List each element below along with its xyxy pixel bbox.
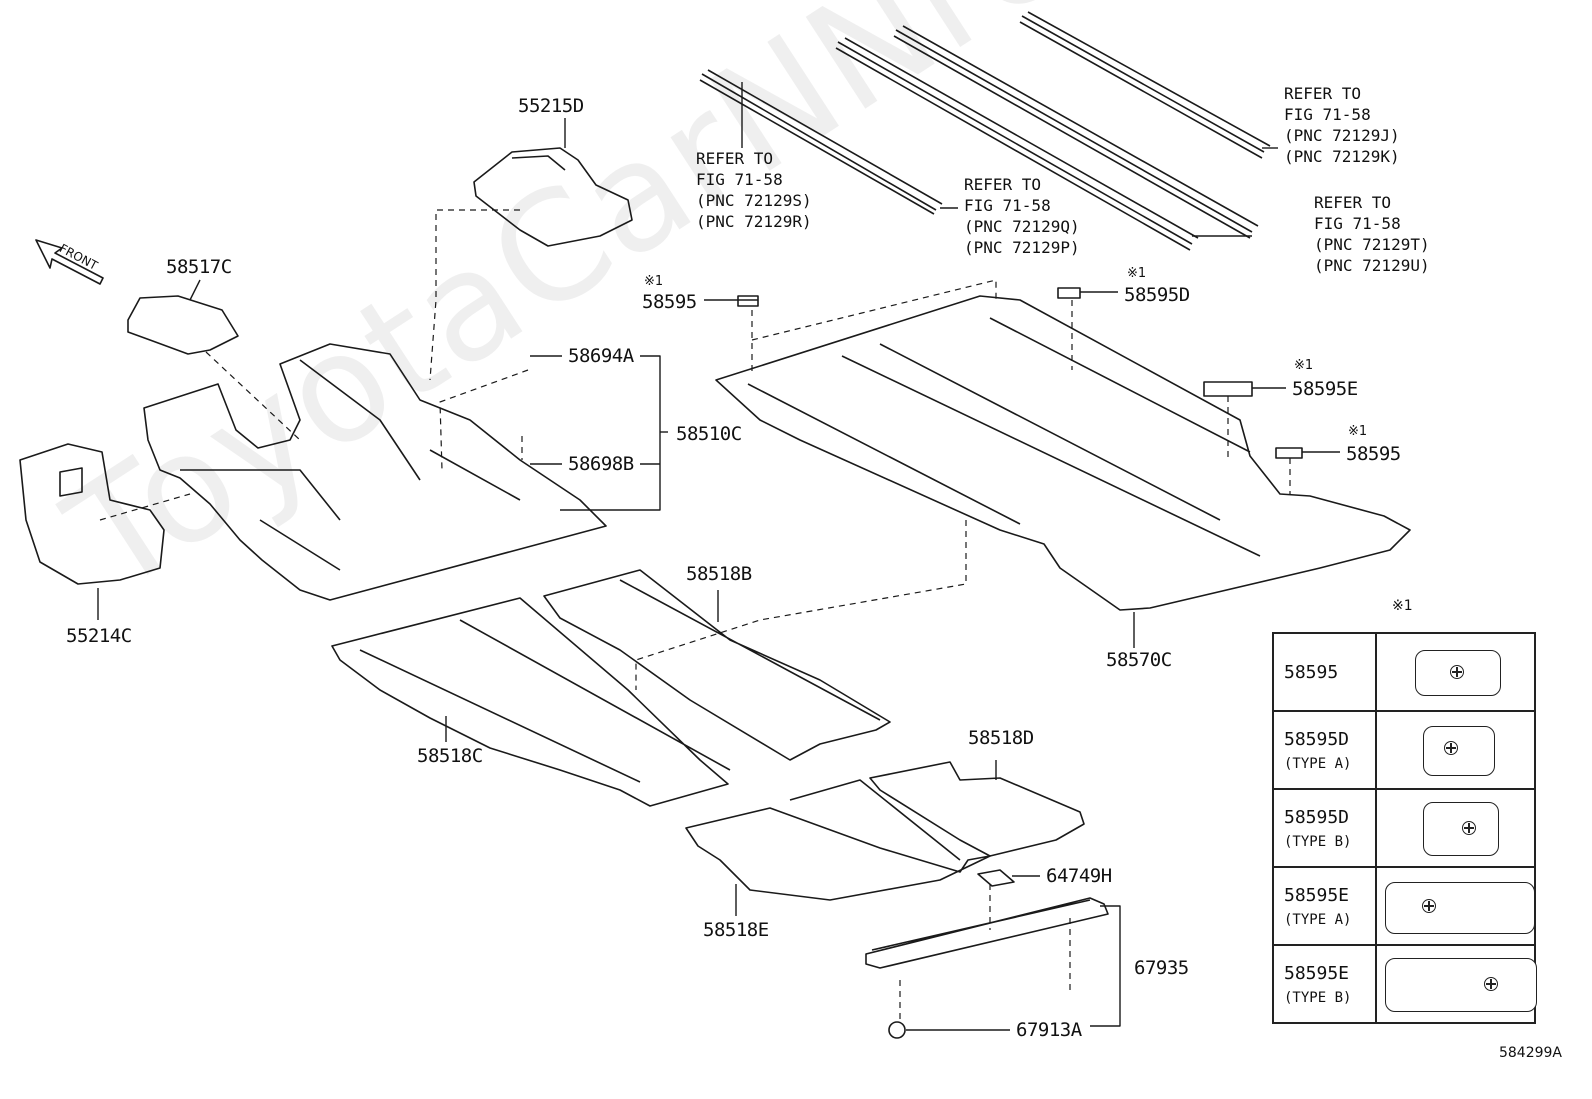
part-67935 xyxy=(865,897,1109,969)
tag-58595D-type-b-icon xyxy=(1423,802,1500,856)
tag-58595D-type-a-icon xyxy=(1423,726,1496,776)
label-58518D: 58518D xyxy=(968,727,1034,749)
tag-58595E-type-a-icon xyxy=(1385,882,1536,934)
part-58518E xyxy=(685,779,991,901)
rail-72129Q-P xyxy=(835,37,1199,251)
legend-code: 58595D xyxy=(1284,806,1350,828)
part-58518B xyxy=(543,569,891,761)
guide-lines xyxy=(99,209,1291,1024)
reference-72129S-R: REFER TO FIG 71-58 (PNC 72129S) (PNC 721… xyxy=(696,149,812,231)
legend-type: (TYPE A) xyxy=(1284,911,1352,928)
rail-72129T-U xyxy=(893,25,1259,239)
part-64749H xyxy=(977,869,1015,887)
part-58570C xyxy=(715,295,1411,611)
front-arrow-icon xyxy=(35,239,104,285)
note-mark-3: ※1 xyxy=(1294,358,1314,373)
label-58694A: 58694A xyxy=(568,345,634,367)
legend-type: (TYPE A) xyxy=(1284,755,1352,772)
tag-58595D xyxy=(1057,287,1081,299)
fastener-legend-table: 58595 58595D (TYPE A) 58595D (TYPE B) 5859… xyxy=(1271,632,1538,1024)
label-58518B: 58518B xyxy=(686,563,752,585)
label-58595-b: 58595 xyxy=(1346,443,1401,465)
rail-72129J-K xyxy=(1019,11,1271,159)
legend-code: 58595 xyxy=(1284,661,1339,683)
tag-58595E-type-b-icon xyxy=(1385,958,1538,1012)
label-55215D: 55215D xyxy=(518,95,584,117)
label-67935: 67935 xyxy=(1134,957,1189,979)
label-55214C: 55214C xyxy=(66,625,132,647)
reference-72129T-U: REFER TO FIG 71-58 (PNC 72129T) (PNC 721… xyxy=(1314,193,1430,275)
leader-lines xyxy=(97,82,1340,1031)
legend-row: 58595E (TYPE B) xyxy=(1271,944,1538,1024)
label-58698B: 58698B xyxy=(568,453,634,475)
label-58570C: 58570C xyxy=(1106,649,1172,671)
part-55214C xyxy=(19,443,165,585)
label-58510C: 58510C xyxy=(676,423,742,445)
tag-58595-b xyxy=(1275,447,1303,459)
note-mark-4: ※1 xyxy=(1348,424,1368,439)
reference-72129J-K: REFER TO FIG 71-58 (PNC 72129J) (PNC 721… xyxy=(1284,84,1400,166)
label-58517C: 58517C xyxy=(166,256,232,278)
legend-row: 58595 xyxy=(1271,632,1536,712)
note-mark-1: ※1 xyxy=(644,274,664,289)
label-58518C: 58518C xyxy=(417,745,483,767)
legend-row: 58595E (TYPE A) xyxy=(1271,866,1536,946)
legend-type: (TYPE B) xyxy=(1284,833,1352,850)
part-58518D xyxy=(869,761,1085,857)
label-58595D: 58595D xyxy=(1124,284,1190,306)
tag-58595-a xyxy=(737,295,759,307)
label-58595E: 58595E xyxy=(1292,378,1358,400)
note-mark-2: ※1 xyxy=(1127,266,1147,281)
tag-58595E xyxy=(1203,381,1253,397)
clip-67913A-icon xyxy=(888,1021,906,1039)
part-58510C xyxy=(143,343,607,601)
label-64749H: 64749H xyxy=(1046,865,1112,887)
part-55215D xyxy=(473,147,633,247)
diagram-code: 584299A xyxy=(1498,1045,1562,1061)
legend-code: 58595E xyxy=(1284,884,1350,906)
rail-72129S-R xyxy=(699,69,943,215)
legend-mark: ※1 xyxy=(1392,598,1413,614)
legend-type: (TYPE B) xyxy=(1284,989,1352,1006)
legend-code: 58595D xyxy=(1284,728,1350,750)
label-58595-a: 58595 xyxy=(642,291,697,313)
legend-code: 58595E xyxy=(1284,962,1350,984)
tag-58595-icon xyxy=(1415,650,1502,696)
part-58517C xyxy=(127,295,239,355)
part-58518C xyxy=(331,597,731,807)
legend-row: 58595D (TYPE A) xyxy=(1271,710,1536,790)
label-58518E: 58518E xyxy=(703,919,769,941)
label-67913A: 67913A xyxy=(1016,1019,1082,1041)
reference-72129Q-P: REFER TO FIG 71-58 (PNC 72129Q) (PNC 721… xyxy=(964,175,1080,257)
legend-row: 58595D (TYPE B) xyxy=(1271,788,1536,868)
